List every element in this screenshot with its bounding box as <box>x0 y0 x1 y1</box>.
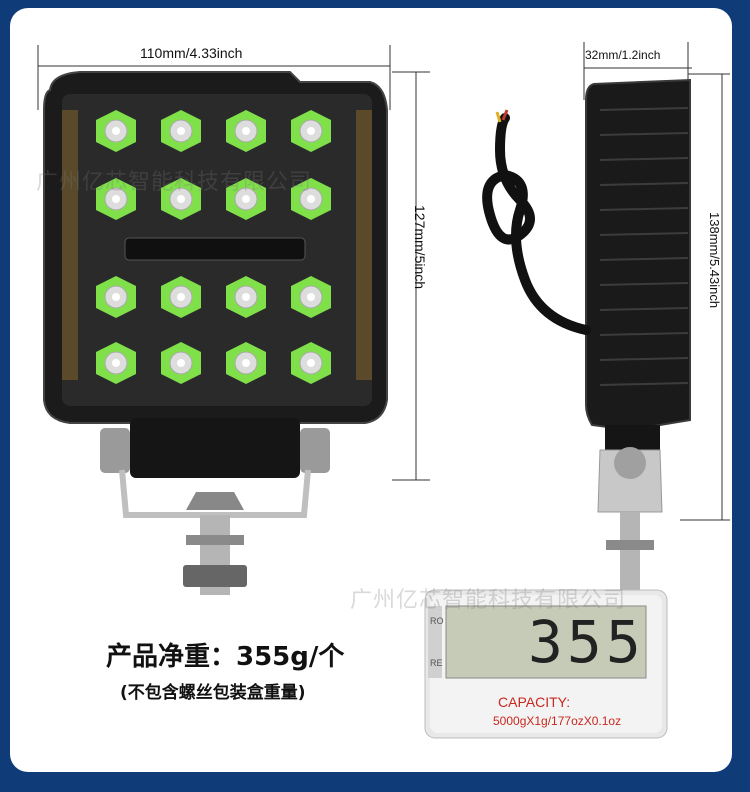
side-height-label: 138mm/5.43inch <box>707 212 722 309</box>
side-housing <box>585 78 691 432</box>
center-led-bar <box>124 237 306 261</box>
width-label: 110mm/4.33inch <box>140 45 243 61</box>
front-bracket <box>100 418 330 595</box>
led-row-3 <box>96 276 331 318</box>
led-row-2 <box>96 178 331 220</box>
amber-strip-left <box>62 110 78 380</box>
weight-note: (不包含螺丝包装盒重量) <box>120 683 306 703</box>
side-cable <box>482 113 591 335</box>
depth-label: 32mm/1.2inch <box>585 48 661 62</box>
height-label: 127mm/5inch <box>412 205 428 290</box>
scale-mark-bottom: RE <box>430 658 443 668</box>
capacity-spec: 5000gX1g/177ozX0.1oz <box>493 714 622 728</box>
wire-red <box>501 109 509 121</box>
scale-reading: 355 <box>528 608 645 676</box>
width-dimension-line <box>37 45 391 110</box>
side-dimension-lines <box>583 42 730 521</box>
side-fins <box>599 107 689 386</box>
led-row-1 <box>96 110 331 152</box>
amber-strip-right <box>356 110 372 380</box>
led-row-4 <box>96 342 331 384</box>
capacity-title: CAPACITY: <box>498 694 571 710</box>
scale-mark-top: RO <box>430 616 444 626</box>
watermark-bottom: 广州亿芯智能科技有限公司 <box>350 588 627 613</box>
height-dimension-line <box>392 71 430 481</box>
watermark-top: 广州亿芯智能科技有限公司 <box>36 170 313 195</box>
weight-title: 产品净重：355g/个 <box>106 642 345 672</box>
lcd-screen <box>445 605 647 679</box>
led-array <box>96 110 331 384</box>
side-bracket <box>597 425 663 592</box>
digital-scale <box>424 589 668 739</box>
wire-yellow <box>495 111 502 123</box>
